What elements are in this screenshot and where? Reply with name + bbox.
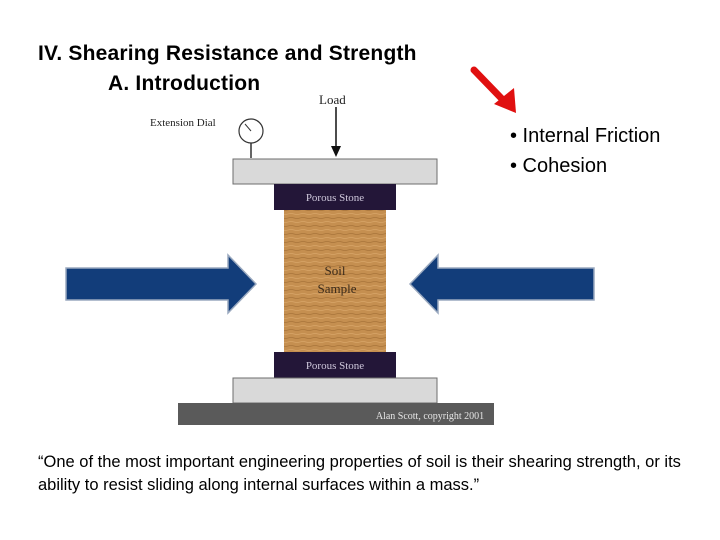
- slide-title-line1: IV. Shearing Resistance and Strength: [38, 42, 417, 65]
- top-platen: [232, 158, 438, 185]
- porous-stone-top: [274, 184, 396, 210]
- slide-title-line2: A. Introduction: [108, 72, 261, 95]
- bullet-internal-friction: • Internal Friction: [510, 125, 661, 147]
- soil-sample-label-line1: Soil: [325, 263, 346, 278]
- porous-stone-top-label: Porous Stone: [306, 192, 364, 204]
- load-label: Load: [319, 92, 346, 107]
- right-pointing-arrow-icon: [65, 253, 258, 315]
- soil-sample: [284, 210, 386, 352]
- dial-gauge-icon: [238, 118, 264, 158]
- bottom-platen: [232, 377, 438, 404]
- base-plate: [178, 403, 494, 425]
- quote-text: “One of the most important engineering p…: [38, 453, 681, 494]
- bullet-cohesion: • Cohesion: [510, 155, 608, 177]
- soil-sample-label-line2: Sample: [318, 281, 357, 296]
- copyright-label: Alan Scott, copyright 2001: [376, 411, 484, 422]
- porous-stone-bottom: [274, 352, 396, 378]
- left-pointing-arrow-icon: [408, 253, 595, 315]
- porous-stone-bottom-label: Porous Stone: [306, 360, 364, 372]
- bullet-list: • Internal Friction • Cohesion: [510, 121, 660, 181]
- extension-dial-label: Extension Dial: [150, 117, 216, 129]
- red-pointer-arrow-icon: [470, 66, 516, 113]
- load-arrow: [331, 107, 341, 157]
